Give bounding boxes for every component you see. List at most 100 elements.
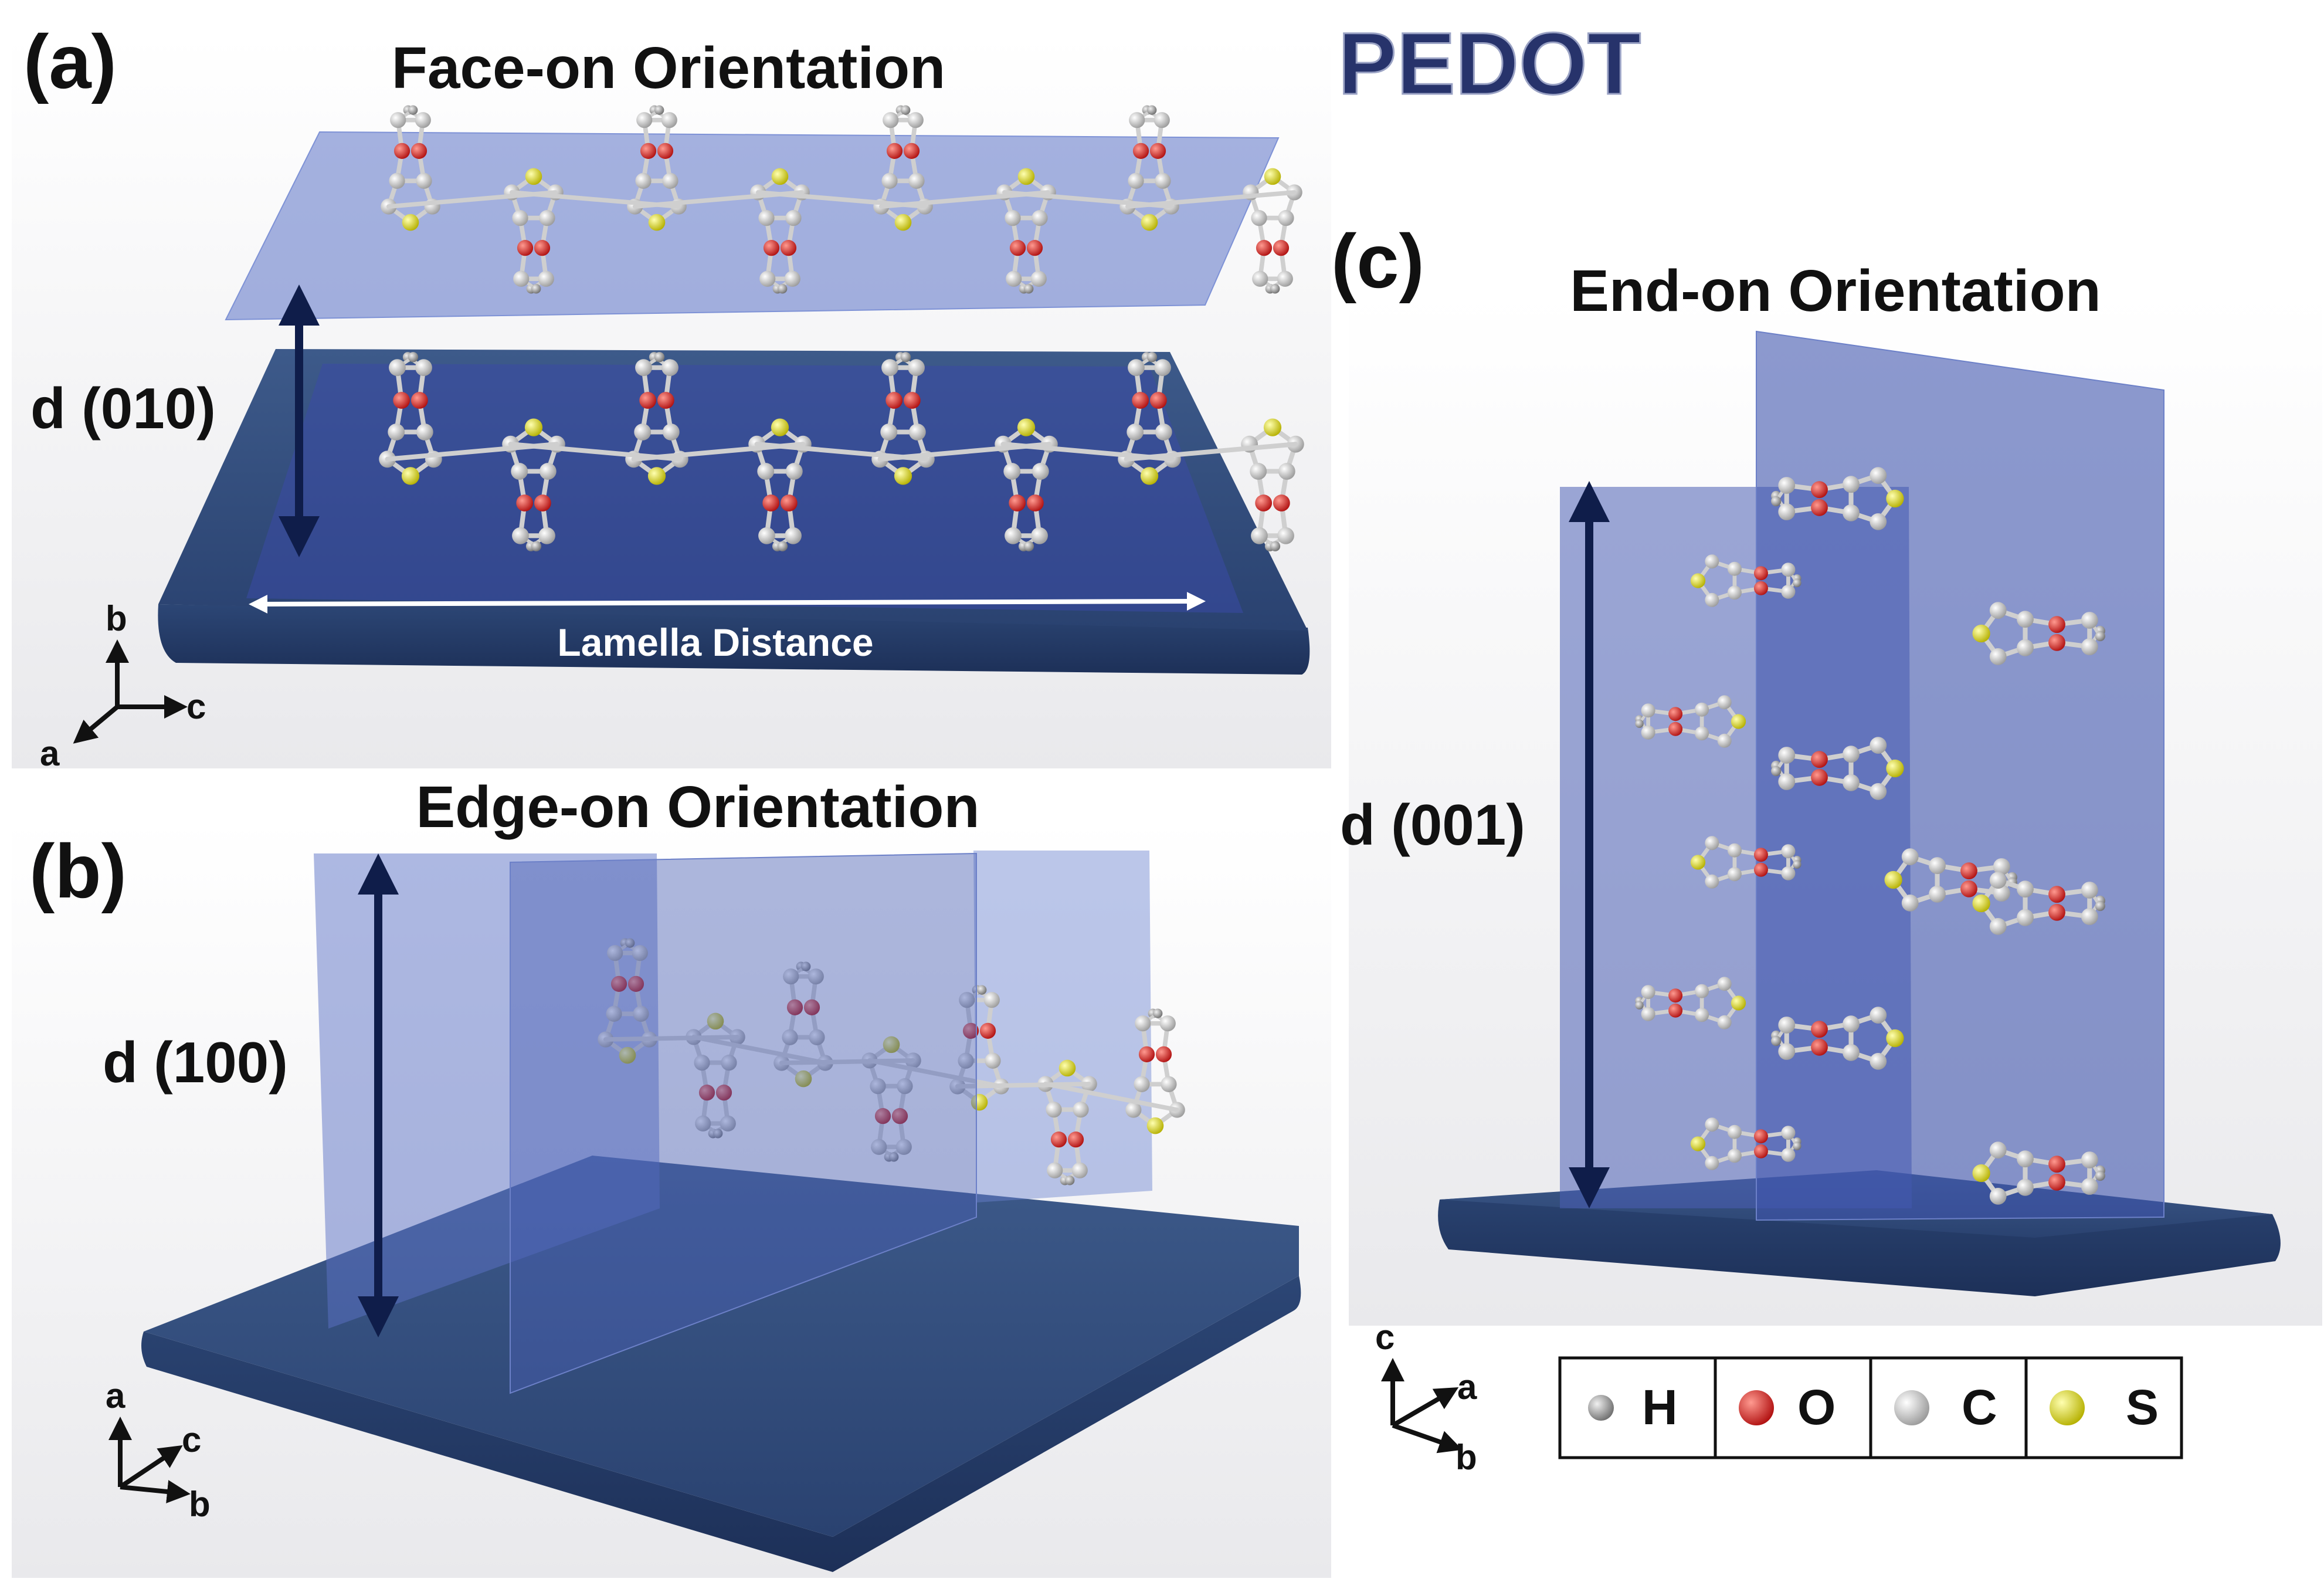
carbon-atom: [1277, 270, 1293, 287]
sulfur-atom: [1690, 1136, 1706, 1151]
panel-c-label: (c): [1331, 218, 1424, 304]
carbon-atom: [1727, 843, 1742, 858]
hydrogen-atom: [777, 541, 788, 551]
sulfur-atom: [1972, 894, 1990, 913]
carbon-atom: [2017, 611, 2034, 628]
carbon-atom: [415, 112, 431, 128]
carbon-atom: [1929, 885, 1946, 903]
sulfur-atom: [401, 467, 420, 485]
oxygen-atom: [657, 392, 674, 409]
oxygen-atom: [1753, 1129, 1768, 1144]
oxygen-atom: [1811, 751, 1828, 768]
hydrogen-atom: [1147, 105, 1157, 115]
hydrogen-atom: [1153, 1008, 1163, 1018]
carbon-atom: [1993, 858, 2010, 875]
oxygen-atom: [1668, 707, 1683, 721]
carbon-atom: [1128, 172, 1144, 189]
carbon-atom: [1251, 527, 1268, 544]
hydrogen-atom: [1771, 1035, 1782, 1046]
carbon-atom: [1705, 554, 1719, 569]
oxygen-atom: [1753, 862, 1768, 877]
panel-a-axes: [73, 639, 188, 744]
carbon-atom: [1929, 857, 1946, 875]
panel-a-upper-plane: [225, 131, 1280, 321]
oxygen-atom: [1256, 240, 1273, 256]
sulfur-atom: [1140, 467, 1159, 485]
oxygen-atom: [657, 143, 674, 159]
carbon-atom: [1843, 476, 1860, 493]
sulfur-atom: [707, 1012, 724, 1030]
oxygen-atom: [1155, 1046, 1172, 1062]
sulfur-atom: [1263, 418, 1282, 436]
panel-a-axis-up: b: [106, 599, 127, 638]
carbon-atom: [416, 424, 433, 441]
carbon-atom: [1870, 1007, 1887, 1024]
panel-a-lamella-arrow: [249, 592, 1206, 614]
oxygen-atom: [891, 1108, 908, 1124]
panel-b-plane-middle: [510, 852, 977, 1394]
carbon-atom: [1125, 1102, 1142, 1118]
carbon-atom: [1989, 1141, 2007, 1159]
sulfur-atom: [1141, 214, 1158, 231]
sulfur-atom: [883, 1036, 900, 1053]
title: PEDOT: [1338, 14, 1641, 113]
legend-hydrogen-swatch: [1588, 1395, 1614, 1421]
carbon-atom: [607, 945, 623, 961]
carbon-atom: [1154, 359, 1171, 377]
carbon-atom: [1161, 1076, 1177, 1092]
sulfur-atom: [647, 467, 666, 485]
sulfur-atom: [1731, 714, 1746, 729]
carbon-atom: [2081, 612, 2098, 629]
hydrogen-atom: [625, 938, 635, 948]
carbon-atom: [1781, 844, 1796, 859]
carbon-atom: [1781, 563, 1796, 577]
oxygen-atom: [610, 975, 627, 992]
panel-b-spacing-label: d (100): [103, 1030, 288, 1095]
carbon-atom: [1901, 894, 1919, 912]
hydrogen-atom: [1793, 860, 1801, 869]
carbon-atom: [809, 1029, 825, 1045]
carbon-atom: [512, 210, 528, 226]
oxygen-atom: [640, 143, 657, 159]
legend-carbon-label: C: [1962, 1380, 1997, 1435]
carbon-atom: [758, 527, 775, 544]
oxygen-atom: [2048, 616, 2065, 634]
carbon-atom: [784, 270, 800, 287]
carbon-atom: [1705, 1156, 1719, 1170]
carbon-atom: [785, 463, 803, 480]
panel-b-label: (b): [29, 828, 127, 914]
carbon-atom: [1870, 467, 1887, 485]
carbon-atom: [1717, 977, 1732, 991]
oxygen-atom: [1273, 240, 1290, 256]
carbon-atom: [2017, 909, 2034, 926]
carbon-atom: [538, 270, 554, 287]
panel-a-label: (a): [23, 19, 117, 104]
hydrogen-atom: [408, 352, 419, 363]
oxygen-atom: [1811, 1021, 1828, 1038]
oxygen-atom: [1050, 1132, 1067, 1148]
oxygen-atom: [1668, 721, 1683, 736]
carbon-atom: [389, 172, 405, 189]
oxygen-atom: [803, 999, 820, 1015]
bond: [1125, 190, 1297, 209]
oxygen-atom: [2048, 886, 2065, 903]
carbon-atom: [1695, 984, 1709, 998]
carbon-atom: [908, 359, 925, 377]
carbon-atom: [2017, 639, 2034, 656]
carbon-atom: [635, 359, 652, 377]
carbon-atom: [2081, 1178, 2098, 1195]
carbon-atom: [635, 172, 652, 189]
panel-b-axis-right: c: [182, 1420, 201, 1459]
sulfur-atom: [1731, 995, 1746, 1011]
oxygen-atom: [698, 1085, 715, 1101]
panel-b-axis-up: a: [106, 1376, 125, 1415]
panel-b-axis-diag: b: [189, 1485, 211, 1524]
carbon-atom: [1778, 1017, 1796, 1034]
oxygen-atom: [1026, 494, 1044, 511]
oxygen-atom: [2048, 1156, 2065, 1173]
carbon-atom: [1705, 836, 1719, 851]
carbon-atom: [1843, 746, 1860, 763]
panel-b-title: Edge-on Orientation: [416, 774, 979, 840]
panel-c-axis-up: c: [1375, 1317, 1395, 1357]
oxygen-atom: [763, 240, 780, 256]
